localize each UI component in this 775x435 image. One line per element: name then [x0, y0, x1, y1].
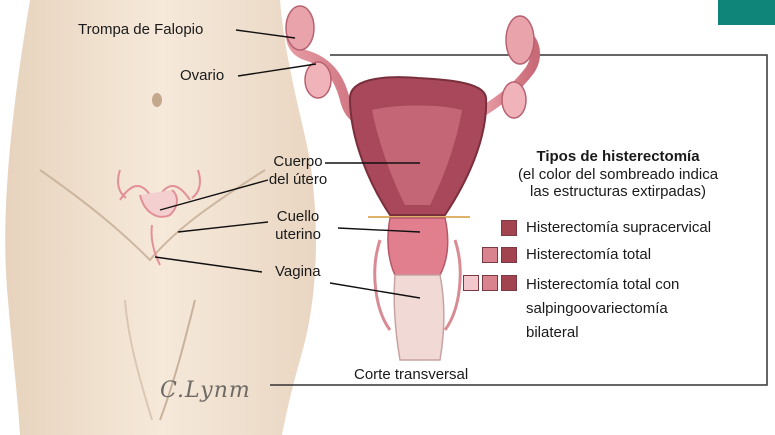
label-uterus-body: Cuerpo del útero	[262, 153, 334, 189]
label-uterus-body-line2: del útero	[262, 171, 334, 189]
legend-item-label-line2: salpingoovariectomía	[526, 297, 679, 321]
label-cervix-line2: uterino	[266, 226, 330, 244]
label-fallopian-tube: Trompa de Falopio	[78, 21, 203, 39]
label-cross-section: Corte transversal	[354, 366, 468, 384]
artist-signature: C.Lynm	[160, 378, 251, 403]
legend-swatches	[459, 247, 517, 263]
swatch-cervix	[482, 275, 498, 291]
label-cervix-line1: Cuello	[266, 208, 330, 226]
legend-item-total: Histerectomía total	[459, 245, 651, 265]
swatch-cervix	[482, 247, 498, 263]
swatch-uterus-body	[501, 247, 517, 263]
legend-swatches	[459, 220, 517, 236]
legend-item-label: Histerectomía total	[526, 245, 651, 265]
legend-subtitle-line1: (el color del sombreado indica	[468, 166, 768, 183]
label-vagina: Vagina	[275, 263, 321, 281]
swatch-ovaries-tubes	[463, 275, 479, 291]
legend-item-label: Histerectomía supracervical	[526, 218, 711, 238]
label-uterus-body-line1: Cuerpo	[262, 153, 334, 171]
legend-item-total-bso: Histerectomía total con salpingoovariect…	[459, 273, 679, 345]
legend-item-label-line3: bilateral	[526, 321, 679, 345]
corner-tab	[718, 0, 775, 25]
swatch-uterus-body	[501, 275, 517, 291]
legend-item-label-line1: Histerectomía total con	[526, 273, 679, 297]
legend-subtitle-line2: las estructuras extirpadas)	[468, 183, 768, 200]
legend-swatches	[459, 275, 517, 291]
label-ovary: Ovario	[180, 67, 224, 85]
legend-title: Tipos de histerectomía	[468, 148, 768, 165]
swatch-uterus-body	[501, 220, 517, 236]
legend-subtitle: (el color del sombreado indica las estru…	[468, 166, 768, 200]
label-cervix: Cuello uterino	[266, 208, 330, 244]
legend-item-supracervical: Histerectomía supracervical	[459, 218, 711, 238]
legend-item-label: Histerectomía total con salpingoovariect…	[526, 273, 679, 345]
